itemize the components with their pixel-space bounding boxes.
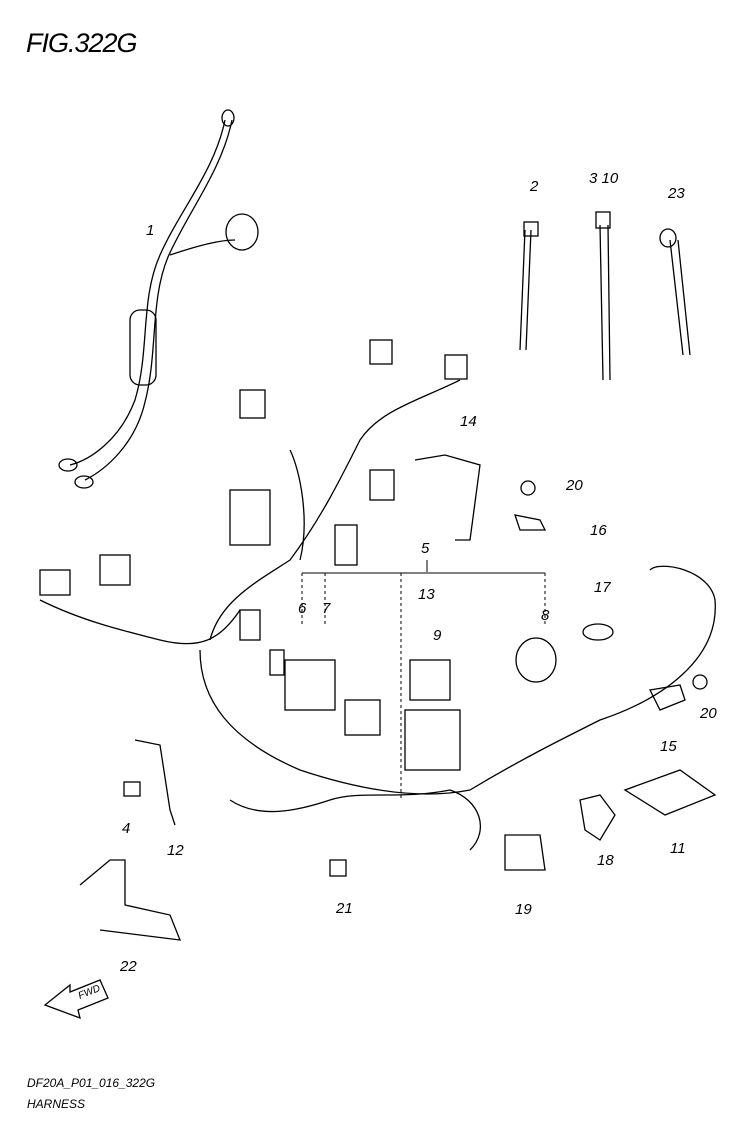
callout-17: 17 bbox=[594, 579, 611, 596]
callout-16: 16 bbox=[590, 522, 607, 539]
callout-1: 1 bbox=[146, 222, 155, 239]
callout-8: 8 bbox=[541, 607, 550, 624]
diagram-code: DF20A_P01_016_322G bbox=[27, 1076, 156, 1090]
callout-14: 14 bbox=[460, 413, 477, 430]
cable-ties bbox=[519, 211, 691, 381]
callout-2: 2 bbox=[530, 178, 539, 195]
figure-title: FIG.322G bbox=[26, 28, 138, 58]
callout-9: 9 bbox=[433, 627, 442, 644]
callout-13: 13 bbox=[418, 586, 435, 603]
callout-19: 19 bbox=[515, 901, 532, 918]
callout-18: 18 bbox=[597, 852, 614, 869]
callout-15: 15 bbox=[660, 738, 677, 755]
group-bracket-5 bbox=[301, 560, 546, 800]
callout-22: 22 bbox=[120, 958, 137, 975]
diagram-name: HARNESS bbox=[27, 1097, 86, 1111]
callout-6: 6 bbox=[298, 600, 307, 617]
callout-20a: 20 bbox=[566, 477, 583, 494]
callout-5: 5 bbox=[421, 540, 430, 557]
battery-cable-part-1 bbox=[58, 109, 259, 489]
main-harness bbox=[39, 339, 716, 851]
callout-4: 4 bbox=[122, 820, 131, 837]
callout-21: 21 bbox=[336, 900, 353, 917]
callout-7: 7 bbox=[322, 600, 331, 617]
small-parts bbox=[79, 454, 717, 941]
callout-20b: 20 bbox=[700, 705, 717, 722]
callout-23: 23 bbox=[668, 185, 685, 202]
callout-3-10: 3 10 bbox=[589, 170, 619, 187]
fwd-arrow-icon bbox=[43, 979, 109, 1020]
callout-12: 12 bbox=[167, 842, 184, 859]
callout-11: 11 bbox=[670, 840, 686, 857]
